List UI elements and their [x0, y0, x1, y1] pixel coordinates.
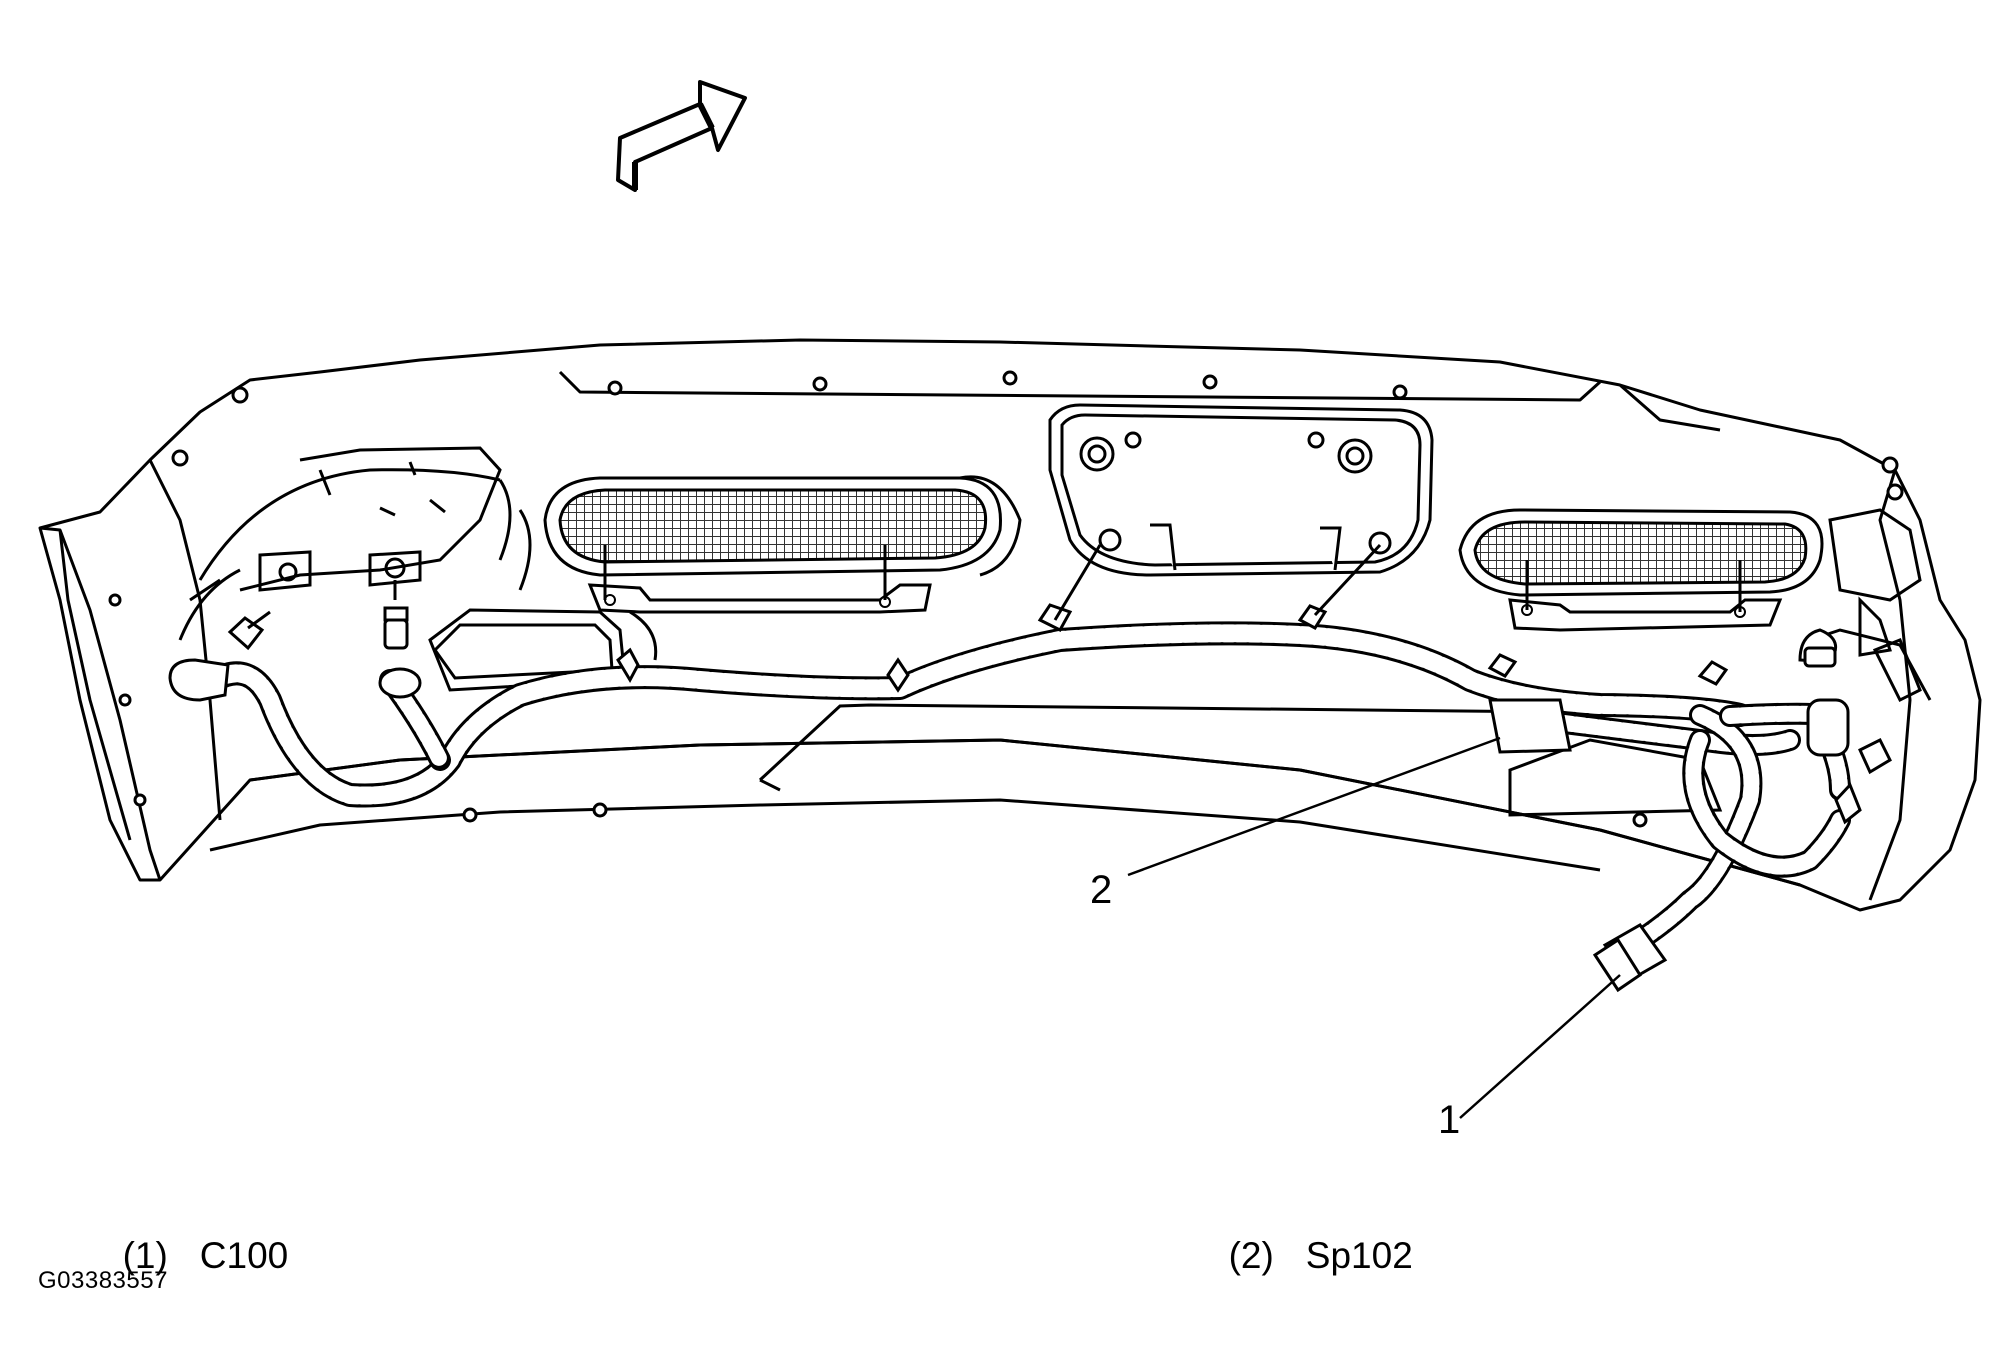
left-lamp-housing: [178, 446, 502, 641]
bumper-fascia: [38, 338, 1982, 912]
right-grille: [1458, 508, 1824, 632]
left-end-cap: [198, 468, 658, 661]
callout-2: 2: [1090, 868, 1113, 912]
legend-item-2-text: Sp102: [1305, 1235, 1413, 1276]
legend-item-2-number: (2): [1228, 1235, 1274, 1276]
lower-shelf: [428, 608, 1723, 817]
legend-item-1: (1) C100: [102, 1200, 289, 1276]
forward-direction-arrow: [616, 80, 747, 192]
harness-branches: [616, 543, 1729, 693]
callout-leaders: [1127, 736, 1621, 1119]
legend-item-1-text: C100: [199, 1235, 289, 1276]
license-plate-pocket: [1048, 403, 1434, 577]
right-lamp-housing: [1809, 508, 1932, 703]
leader-2: [1127, 736, 1501, 877]
mounting-holes: [108, 370, 1904, 848]
legend-item-2: (2) Sp102: [1208, 1200, 1413, 1274]
left-grille: [543, 475, 1022, 614]
figure-id: G03383557: [38, 1267, 168, 1294]
wiring-harness: [203, 621, 1851, 951]
leader-1: [1459, 974, 1621, 1119]
connectors: [168, 580, 1892, 993]
callout-1: 1: [1438, 1098, 1461, 1142]
legend-item-1-number: (1): [122, 1235, 168, 1276]
